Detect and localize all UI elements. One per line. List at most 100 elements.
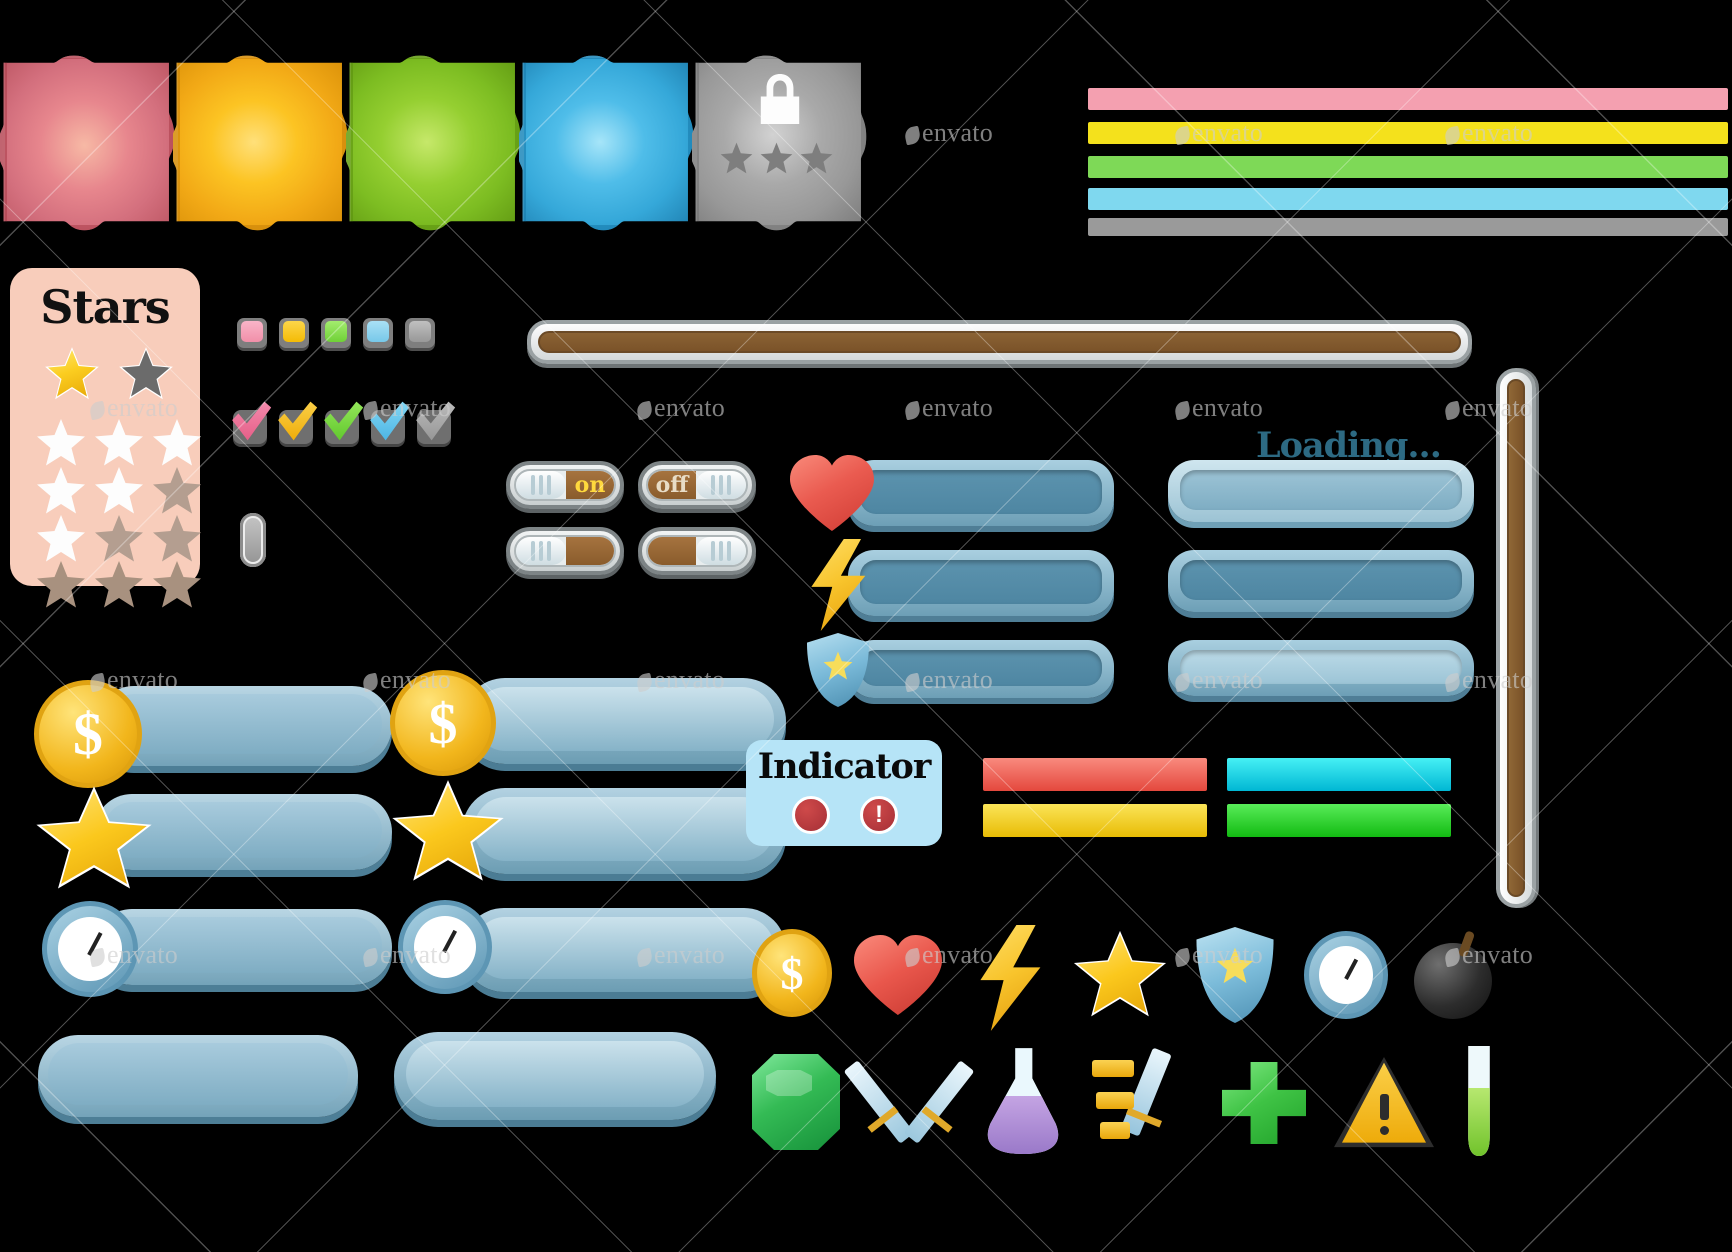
gem-icon[interactable] bbox=[752, 1054, 840, 1150]
star-button-wide[interactable] bbox=[462, 788, 786, 874]
pill-gray[interactable] bbox=[240, 513, 266, 567]
loading-bar-dark bbox=[1168, 550, 1474, 612]
chip-gray[interactable] bbox=[405, 318, 435, 348]
flat-bar-yellow bbox=[983, 804, 1207, 837]
indicator-title: Indicator bbox=[757, 746, 932, 787]
toggle-knob[interactable] bbox=[516, 537, 566, 565]
star-white bbox=[36, 466, 86, 516]
stripe-cyan bbox=[1088, 188, 1728, 210]
coin-icon[interactable]: $ bbox=[752, 929, 832, 1017]
clock-icon bbox=[42, 901, 138, 997]
indicator-panel: Indicator ! bbox=[746, 740, 942, 846]
timer-button[interactable] bbox=[94, 909, 392, 985]
star-gold bbox=[44, 346, 100, 402]
plus-health-icon[interactable] bbox=[1222, 1062, 1306, 1144]
check-icon bbox=[368, 400, 410, 442]
indicator-dot-alert[interactable]: ! bbox=[860, 796, 898, 834]
watermark-text: envato bbox=[903, 393, 993, 423]
toggle-on-label: on bbox=[574, 472, 606, 498]
warning-icon[interactable] bbox=[1334, 1054, 1434, 1152]
check-chip-pink[interactable] bbox=[233, 410, 267, 444]
checkmark-chips-group bbox=[233, 410, 451, 444]
plain-button-wide[interactable] bbox=[394, 1032, 716, 1120]
shield-bar bbox=[848, 640, 1114, 698]
shield-icon bbox=[805, 633, 871, 707]
timer-button-wide[interactable] bbox=[462, 908, 786, 992]
watermark-text: envato bbox=[635, 393, 725, 423]
test-tube-icon[interactable] bbox=[1452, 1046, 1506, 1156]
crossed-swords-icon[interactable] bbox=[843, 1050, 975, 1154]
lightning-icon[interactable] bbox=[970, 925, 1050, 1031]
star-dim bbox=[152, 466, 202, 516]
flat-bar-green bbox=[1227, 804, 1451, 837]
stars-panel-title: Stars bbox=[40, 280, 170, 334]
sword-upgrade-icon[interactable] bbox=[1092, 1047, 1198, 1152]
check-icon bbox=[230, 400, 272, 442]
watermark-text: envato bbox=[903, 118, 993, 148]
toggle-knob[interactable] bbox=[696, 537, 746, 565]
plain-button[interactable] bbox=[38, 1035, 358, 1117]
level-tile-locked[interactable] bbox=[692, 52, 868, 232]
toggle-on[interactable]: on bbox=[506, 461, 624, 509]
star-white bbox=[94, 418, 144, 468]
star-white bbox=[36, 418, 86, 468]
star-gray bbox=[118, 346, 174, 402]
star-dim bbox=[94, 514, 144, 564]
potion-icon[interactable] bbox=[984, 1046, 1062, 1154]
coin-button[interactable] bbox=[94, 686, 392, 766]
heart-icon[interactable] bbox=[854, 935, 942, 1015]
clock-icon bbox=[398, 900, 492, 994]
flat-bar-cyan bbox=[1227, 758, 1451, 791]
flat-bar-red bbox=[983, 758, 1207, 791]
clock-icon[interactable] bbox=[1304, 931, 1388, 1019]
check-chip-gray[interactable] bbox=[417, 410, 451, 444]
health-bar bbox=[848, 460, 1114, 526]
star-icon bbox=[34, 784, 154, 894]
stripe-green bbox=[1088, 156, 1728, 178]
tile-star-1 bbox=[720, 142, 753, 175]
check-chip-yellow[interactable] bbox=[279, 410, 313, 444]
horizontal-slider-track[interactable] bbox=[527, 320, 1472, 364]
check-chip-blue[interactable] bbox=[371, 410, 405, 444]
star-white bbox=[36, 514, 86, 564]
loading-bar-light bbox=[1168, 460, 1474, 522]
indicator-dot-plain[interactable] bbox=[792, 796, 830, 834]
star-dim bbox=[94, 560, 144, 610]
coin-icon: $ bbox=[390, 670, 496, 776]
star-white bbox=[152, 418, 202, 468]
toggle-blank-right[interactable] bbox=[638, 527, 756, 575]
stripe-pink bbox=[1088, 88, 1728, 110]
toggle-off-label: off bbox=[655, 472, 689, 498]
toggle-knob[interactable] bbox=[516, 471, 566, 499]
tile-star-3 bbox=[800, 142, 833, 175]
star-button[interactable] bbox=[94, 794, 392, 870]
check-chip-green[interactable] bbox=[325, 410, 359, 444]
chip-blue[interactable] bbox=[363, 318, 393, 348]
check-icon bbox=[322, 400, 364, 442]
color-chips-group bbox=[237, 318, 435, 348]
toggle-off[interactable]: off bbox=[638, 461, 756, 509]
level-tile-red[interactable] bbox=[0, 52, 176, 232]
toggle-blank-left[interactable] bbox=[506, 527, 624, 575]
stars-row bbox=[44, 346, 174, 402]
coin-button-wide[interactable] bbox=[462, 678, 786, 764]
star-dim bbox=[152, 514, 202, 564]
shield-icon[interactable] bbox=[1194, 927, 1276, 1023]
star-dim bbox=[152, 560, 202, 610]
check-icon bbox=[414, 400, 456, 442]
loading-label: Loading... bbox=[1256, 425, 1442, 466]
level-tile-green[interactable] bbox=[346, 52, 522, 232]
chip-green[interactable] bbox=[321, 318, 351, 348]
bomb-icon[interactable] bbox=[1414, 930, 1498, 1019]
chip-pink[interactable] bbox=[237, 318, 267, 348]
check-icon bbox=[276, 400, 318, 442]
stripe-yellow bbox=[1088, 122, 1728, 144]
vertical-slider-track[interactable] bbox=[1496, 368, 1536, 908]
star-icon[interactable] bbox=[1072, 929, 1168, 1021]
level-tile-orange[interactable] bbox=[173, 52, 349, 232]
chip-yellow[interactable] bbox=[279, 318, 309, 348]
stars-row bbox=[36, 418, 202, 468]
toggle-knob[interactable] bbox=[696, 471, 746, 499]
level-tile-blue[interactable] bbox=[519, 52, 695, 232]
